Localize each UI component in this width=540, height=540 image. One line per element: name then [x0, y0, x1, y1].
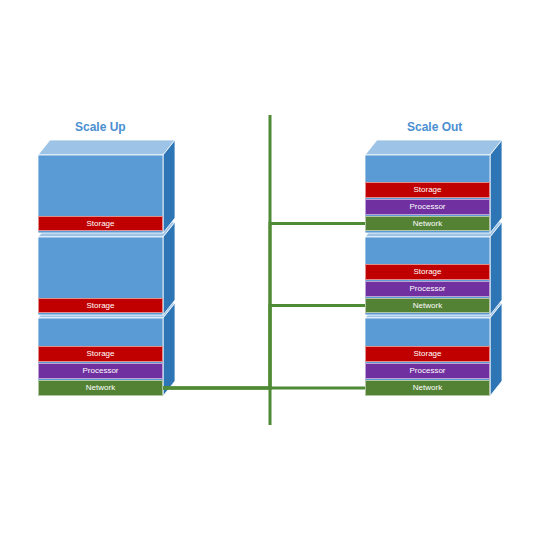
- server-block: [38, 222, 175, 315]
- network-link: [163, 387, 365, 390]
- band-label: Processor: [409, 285, 445, 293]
- storage-band: Storage: [365, 346, 490, 362]
- processor-band: Processor: [365, 281, 490, 297]
- band-label: Network: [413, 384, 442, 392]
- band-label: Storage: [86, 350, 114, 358]
- network-link: [163, 224, 365, 389]
- storage-band: Storage: [38, 346, 163, 362]
- band-label: Processor: [82, 367, 118, 375]
- server-block: [38, 140, 175, 233]
- processor-band: Processor: [38, 363, 163, 379]
- server-block: [38, 303, 175, 396]
- network-band: Network: [38, 380, 163, 396]
- band-label: Network: [86, 384, 115, 392]
- network-band: Network: [365, 216, 490, 231]
- storage-band: Storage: [365, 264, 490, 280]
- band-label: Network: [413, 220, 442, 228]
- band-label: Storage: [413, 268, 441, 276]
- processor-band: Processor: [365, 199, 490, 215]
- server-block: [365, 140, 502, 233]
- network-link: [163, 306, 365, 389]
- band-label: Storage: [413, 186, 441, 194]
- band-label: Storage: [86, 220, 114, 228]
- processor-band: Processor: [365, 363, 490, 379]
- band-label: Processor: [409, 367, 445, 375]
- stack-title: Scale Out: [407, 120, 462, 134]
- storage-band: Storage: [38, 298, 163, 313]
- band-label: Storage: [413, 350, 441, 358]
- server-block: [365, 303, 502, 396]
- band-label: Storage: [86, 302, 114, 310]
- band-label: Network: [413, 302, 442, 310]
- storage-band: Storage: [38, 216, 163, 231]
- network-band: Network: [365, 380, 490, 396]
- stack-title: Scale Up: [75, 120, 126, 134]
- storage-band: Storage: [365, 182, 490, 198]
- server-block: [365, 222, 502, 315]
- band-label: Processor: [409, 203, 445, 211]
- network-band: Network: [365, 298, 490, 313]
